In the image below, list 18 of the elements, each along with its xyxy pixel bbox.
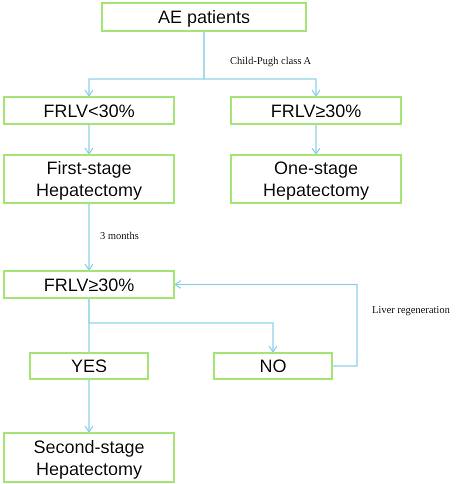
connector-arrow xyxy=(84,204,94,271)
connector-arrow xyxy=(84,380,94,433)
process-box: One-stage Hepatectomy xyxy=(230,154,402,204)
edge-label: Liver regeneration xyxy=(372,304,450,317)
process-box: First-stage Hepatectomy xyxy=(3,154,175,204)
process-box: YES xyxy=(29,352,149,380)
process-box: FRLV≥30% xyxy=(230,96,402,125)
process-box: AE patients xyxy=(101,2,307,32)
connector-arrow xyxy=(88,299,278,353)
process-box: FRLV≥30% xyxy=(3,270,175,299)
connector-arrow xyxy=(174,280,358,367)
process-box: Second-stage Hepatectomy xyxy=(3,432,175,483)
connector-arrow xyxy=(84,125,94,155)
connector-arrow xyxy=(203,32,321,97)
process-box: NO xyxy=(213,352,333,380)
process-box: FRLV<30% xyxy=(3,96,175,125)
condition-label: Child-Pugh class A xyxy=(230,55,312,68)
connector-arrow xyxy=(311,125,321,155)
